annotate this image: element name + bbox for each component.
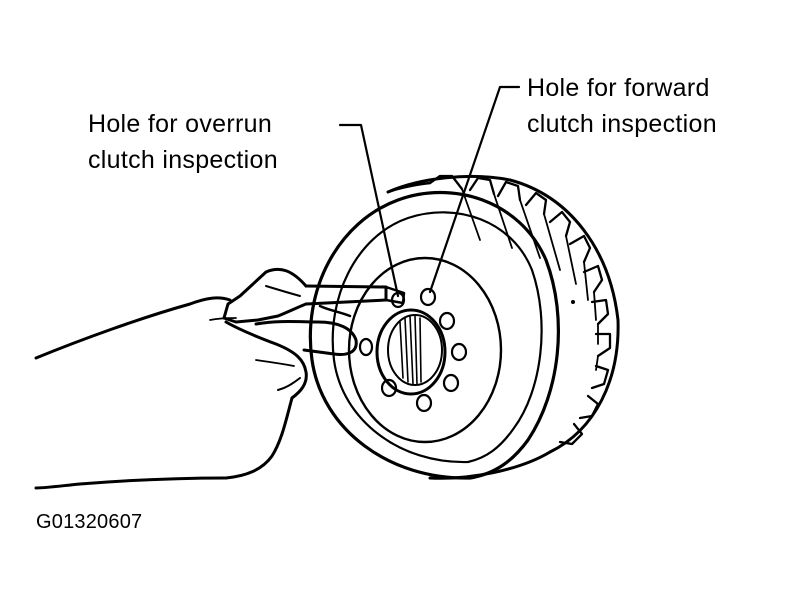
leader-lines — [338, 85, 521, 298]
clutch-drum — [308, 174, 620, 480]
forward-callout-line2: clutch inspection — [527, 110, 717, 138]
overrun-clutch-callout: Hole for overrun clutch inspection — [88, 106, 278, 178]
overrun-callout-line2: clutch inspection — [88, 146, 278, 174]
forward-clutch-callout: Hole for forward clutch inspection — [527, 70, 717, 142]
drum-splines — [428, 174, 612, 446]
overrun-callout-line1: Hole for overrun — [88, 110, 273, 138]
figure-identifier: G01320607 — [36, 511, 143, 533]
bore-bearing — [399, 315, 422, 385]
forward-clutch-hole — [419, 287, 437, 307]
forward-callout-line1: Hole for forward — [527, 74, 710, 102]
spline-grooves — [461, 188, 599, 371]
hand-with-air-nozzle — [34, 267, 406, 490]
